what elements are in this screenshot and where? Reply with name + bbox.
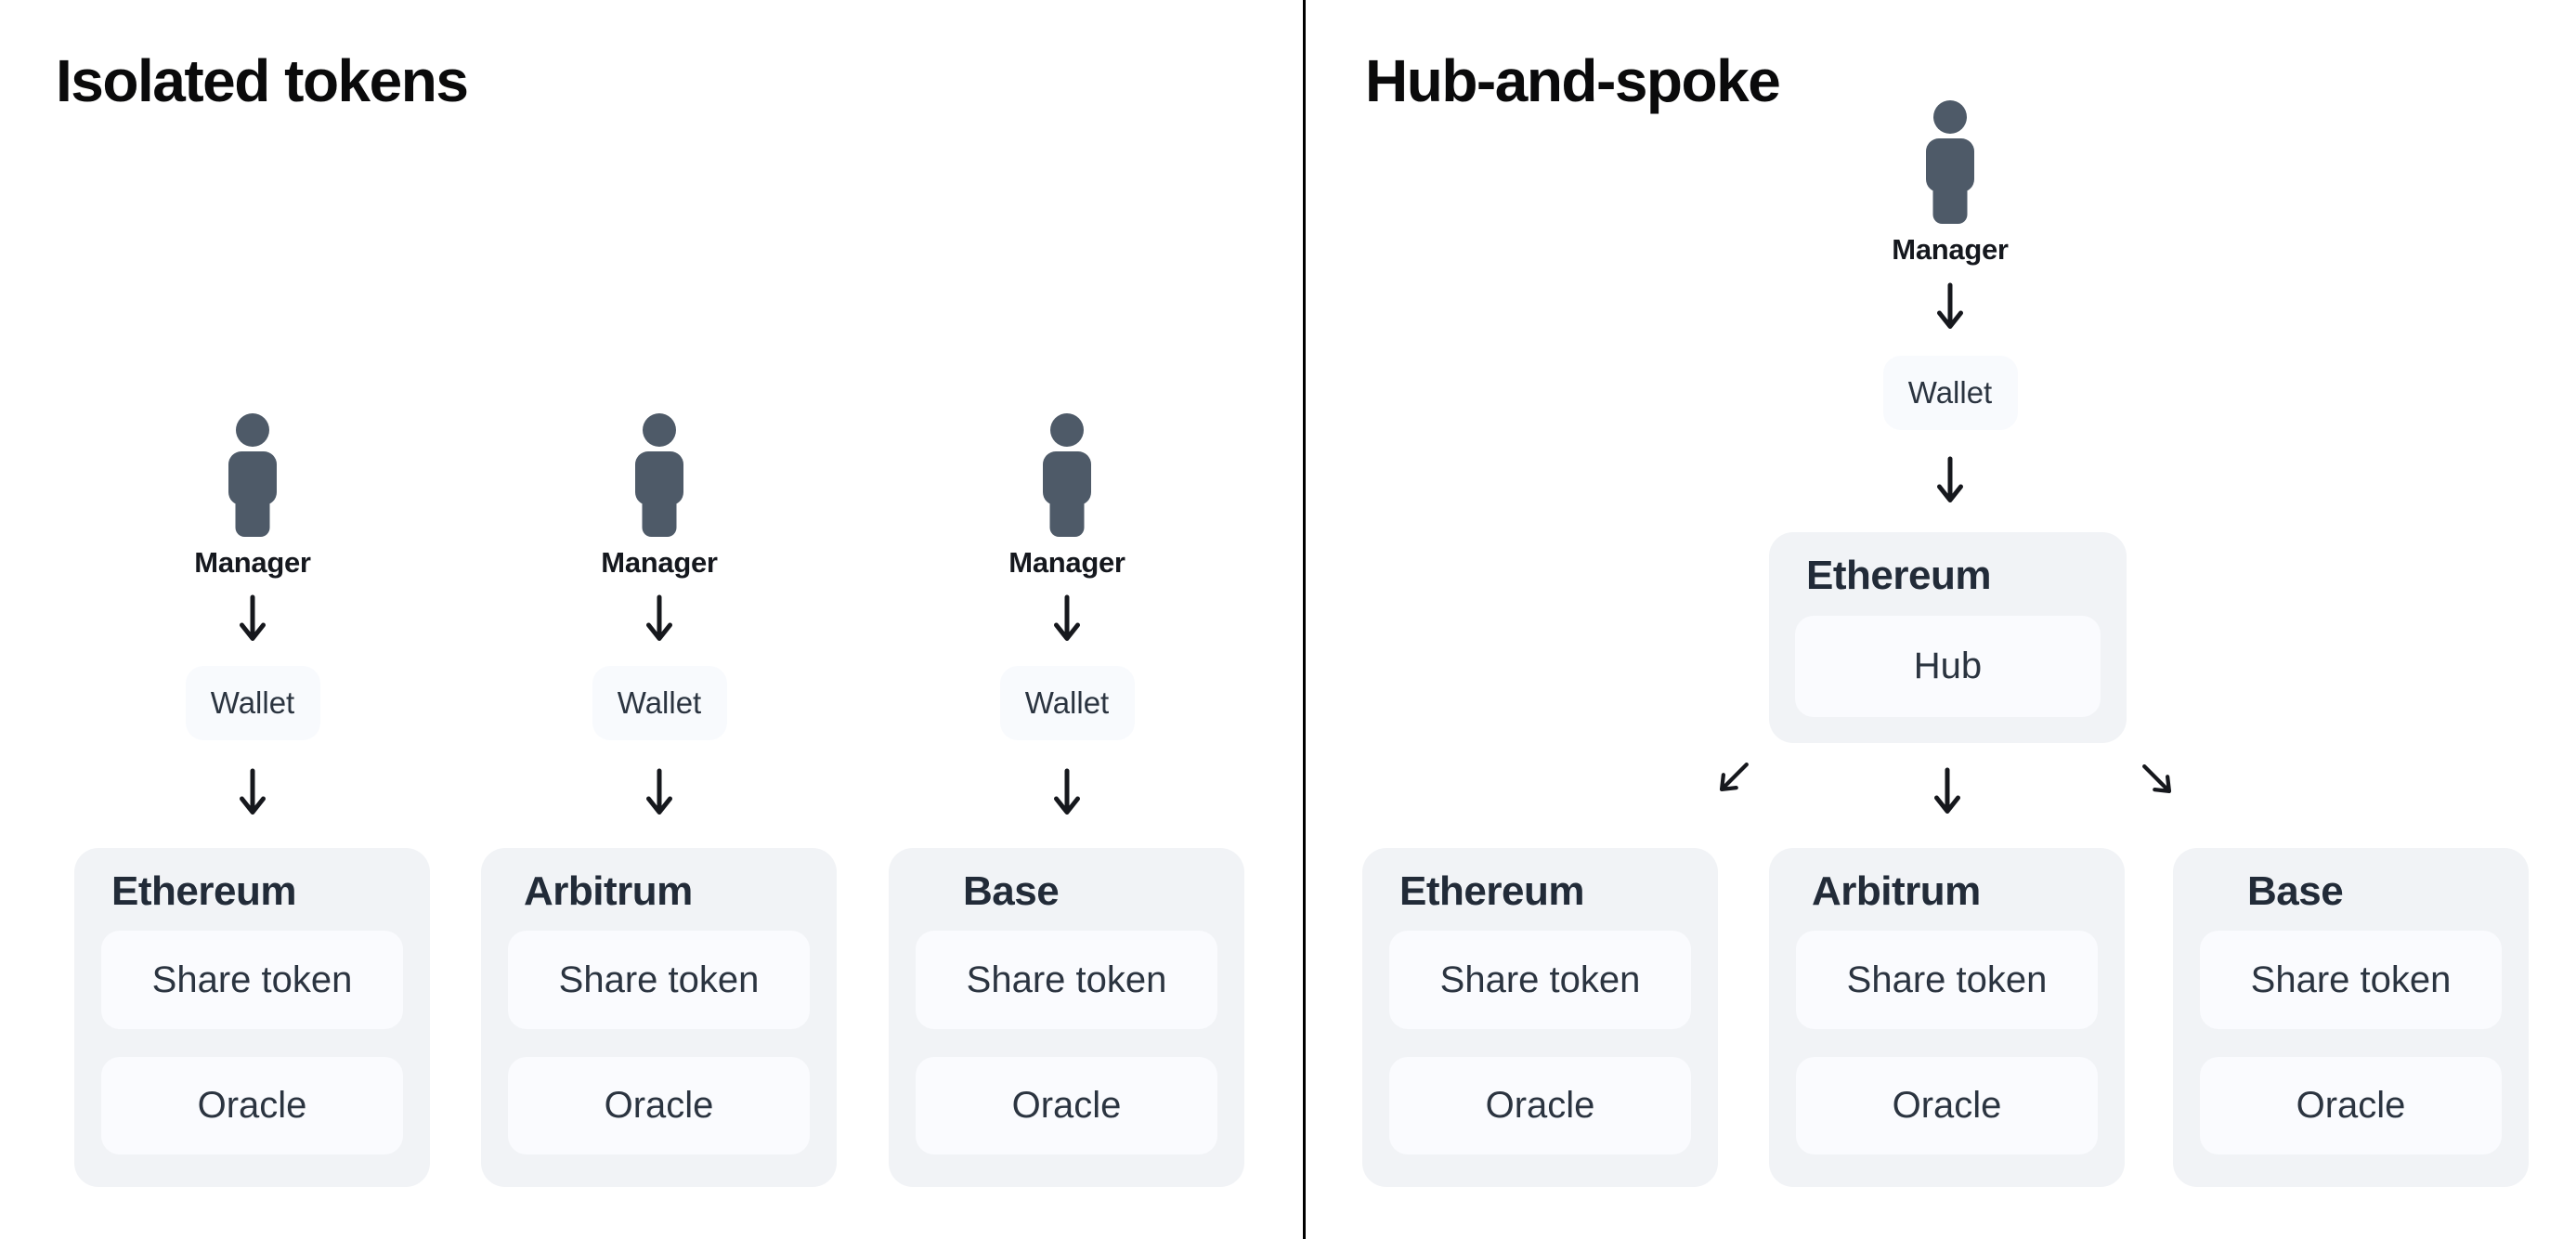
wallet-box: Wallet xyxy=(185,666,320,740)
oracle-box: Oracle xyxy=(1389,1057,1691,1154)
chain-name: Base xyxy=(2247,868,2344,914)
arrow-down-left-icon xyxy=(1711,754,1756,800)
wallet-box: Wallet xyxy=(999,666,1135,740)
share-token-box: Share token xyxy=(508,931,810,1029)
person-icon xyxy=(635,413,683,537)
person-icon xyxy=(1043,413,1091,537)
chain-name: Ethereum xyxy=(111,868,296,914)
share-token-box: Share token xyxy=(1796,931,2098,1029)
manager-label: Manager xyxy=(1892,233,2009,266)
manager-label: Manager xyxy=(601,546,718,579)
arrow-down-icon xyxy=(1936,282,1964,331)
arrow-down-icon xyxy=(1933,767,1961,815)
share-token-box: Share token xyxy=(1389,931,1691,1029)
oracle-box: Oracle xyxy=(101,1057,403,1154)
left-panel-title: Isolated tokens xyxy=(56,47,469,114)
manager-label: Manager xyxy=(194,546,311,579)
panel-divider xyxy=(1303,0,1306,1239)
arrow-down-icon xyxy=(645,768,673,816)
arrow-down-icon xyxy=(239,594,267,643)
manager-column: Manager Wallet xyxy=(1848,100,2052,504)
chain-card-ethereum: Ethereum Share token Oracle xyxy=(74,848,430,1187)
wallet-box: Wallet xyxy=(1882,356,2018,430)
chain-name: Ethereum xyxy=(1399,868,1584,914)
chain-name: Arbitrum xyxy=(1812,868,1981,914)
person-icon xyxy=(228,413,277,537)
chain-card-ethereum: Ethereum Share token Oracle xyxy=(1362,848,1718,1187)
wallet-box: Wallet xyxy=(592,666,727,740)
arrow-down-icon xyxy=(645,594,673,643)
arrow-down-icon xyxy=(1936,456,1964,504)
hub-box: Hub xyxy=(1795,616,2101,717)
chain-card-arbitrum: Arbitrum Share token Oracle xyxy=(481,848,837,1187)
arrow-down-right-icon xyxy=(2134,756,2179,802)
chain-card-base: Base Share token Oracle xyxy=(2173,848,2529,1187)
chain-name: Base xyxy=(963,868,1060,914)
chain-card-base: Base Share token Oracle xyxy=(889,848,1244,1187)
share-token-box: Share token xyxy=(916,931,1217,1029)
manager-column: Manager Wallet xyxy=(150,413,355,816)
chain-name: Ethereum xyxy=(1806,553,1991,598)
oracle-box: Oracle xyxy=(1796,1057,2098,1154)
manager-column: Manager Wallet xyxy=(557,413,761,816)
person-icon xyxy=(1926,100,1974,224)
arrow-down-icon xyxy=(239,768,267,816)
oracle-box: Oracle xyxy=(916,1057,1217,1154)
manager-column: Manager Wallet xyxy=(965,413,1169,816)
hub-card-ethereum: Ethereum Hub xyxy=(1769,532,2127,743)
chain-card-arbitrum: Arbitrum Share token Oracle xyxy=(1769,848,2125,1187)
manager-label: Manager xyxy=(1008,546,1125,579)
arrow-down-icon xyxy=(1053,594,1081,643)
right-panel-title: Hub-and-spoke xyxy=(1365,47,1781,114)
chain-name: Arbitrum xyxy=(524,868,693,914)
oracle-box: Oracle xyxy=(508,1057,810,1154)
share-token-box: Share token xyxy=(2200,931,2502,1029)
oracle-box: Oracle xyxy=(2200,1057,2502,1154)
arrow-down-icon xyxy=(1053,768,1081,816)
share-token-box: Share token xyxy=(101,931,403,1029)
